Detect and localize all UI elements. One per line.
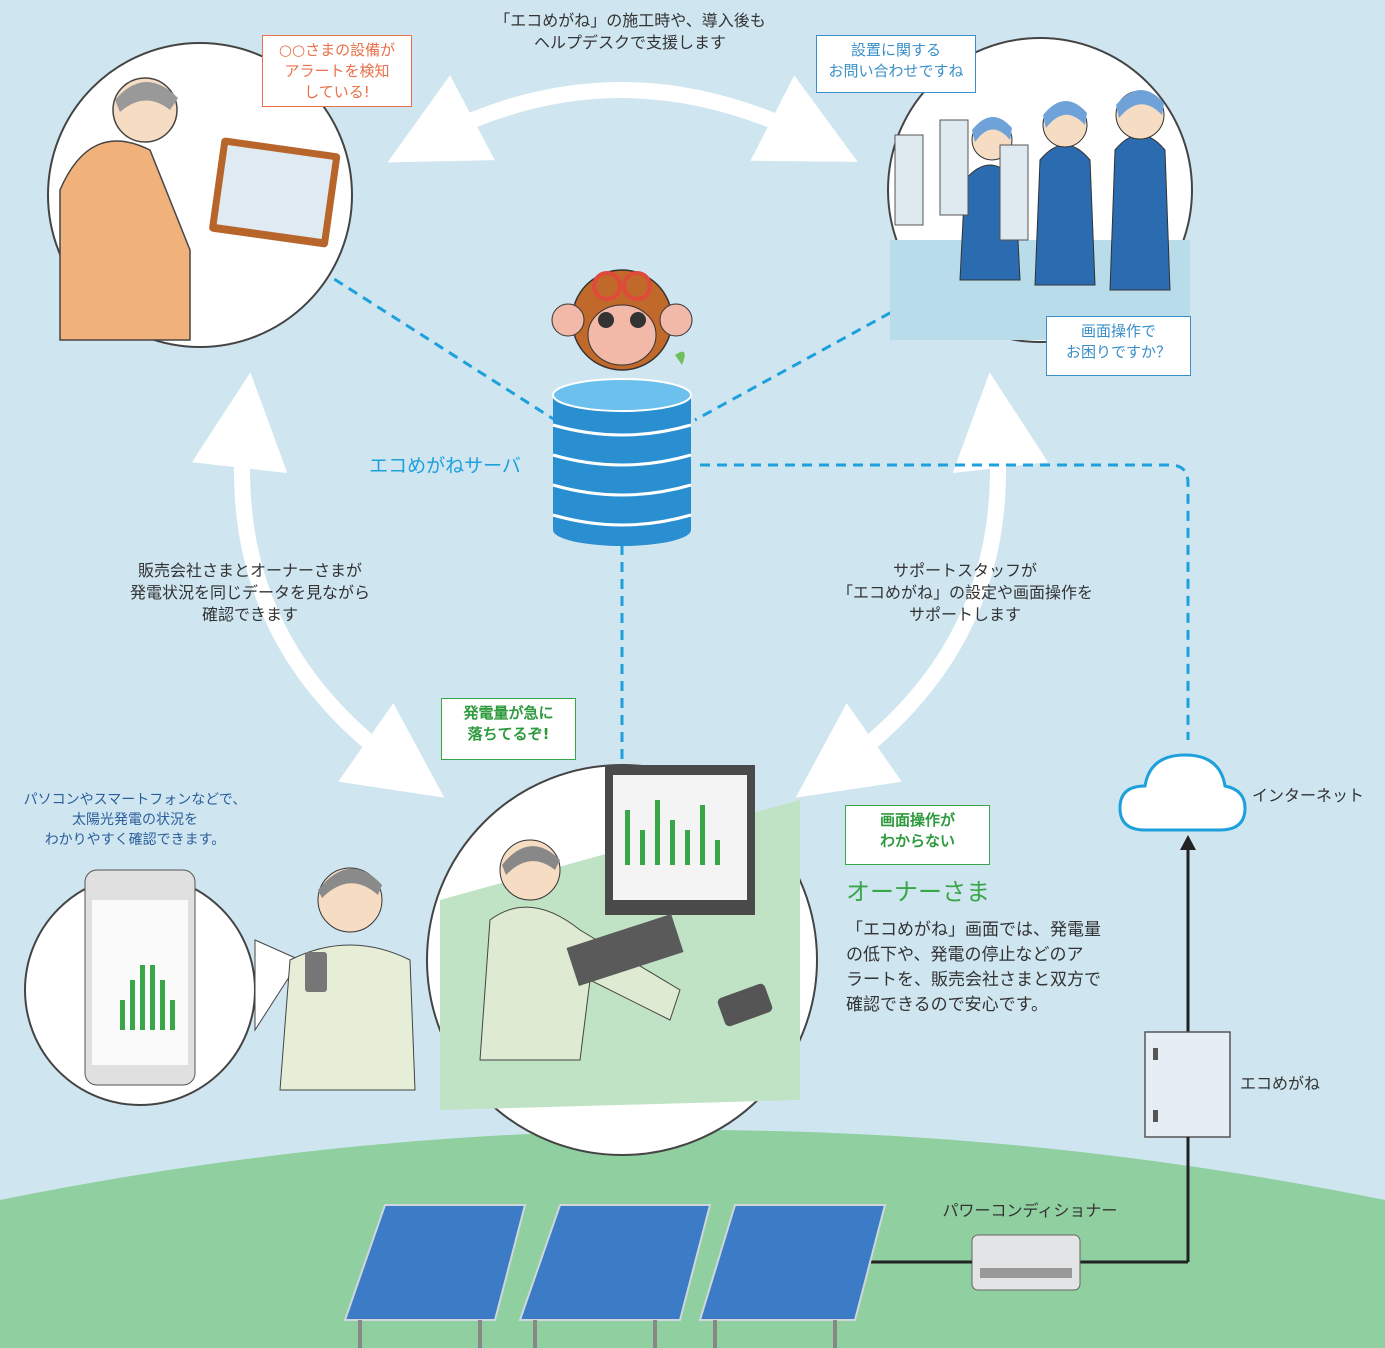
top-caption: 「エコめがね」の施工時や、導入後も ヘルプデスクで支援します (494, 11, 766, 52)
panel-legs (358, 1320, 837, 1348)
solar-panels (343, 1204, 887, 1321)
power-conditioner (971, 1234, 1081, 1291)
uplink-arrowhead (1180, 835, 1196, 850)
server-label: エコめがねサーバ (369, 455, 521, 477)
arrow-left (191, 372, 445, 798)
owner-confused-bubble: 画面操作が わからない (845, 805, 990, 865)
network-links (319, 268, 1190, 760)
support-scene (887, 37, 1193, 343)
server-icon (552, 378, 692, 546)
dealer-alert-bubble: ○○さまの設備が アラートを検知 している! (262, 35, 412, 107)
arrow-right (795, 372, 1049, 798)
owner-drop-bubble: 発電量が急に 落ちてるぞ! (441, 698, 576, 760)
inverter-label: パワーコンディショナー (942, 1201, 1118, 1220)
owner-scene (426, 764, 818, 1156)
mobile-scene (24, 867, 416, 1106)
device-label: エコめがね (1240, 1074, 1321, 1093)
right-caption: サポートスタッフが 「エコめがね」の設定や画面操作を サポートします (836, 561, 1093, 624)
left-caption: 販売会社さまとオーナーさまが 発電状況を同じデータを見ながら 確認できます (129, 561, 370, 624)
cloud-icon (1118, 753, 1247, 832)
mobile-caption: パソコンやスマートフォンなどで、 太陽光発電の状況を わかりやすく確認できます。 (23, 792, 247, 848)
owner-description: 「エコめがね」画面では、発電量 の低下や、発電の停止などのア ラートを、販売会社… (846, 920, 1101, 1015)
eco-megane-device (1144, 1031, 1231, 1138)
support-install-bubble: 設置に関する お問い合わせですね (816, 35, 976, 93)
arrow-top (387, 75, 858, 163)
dealer-scene (47, 42, 353, 348)
internet-label: インターネット (1252, 786, 1365, 805)
mascot (551, 269, 693, 371)
owner-title: オーナーさま (846, 878, 990, 906)
support-screen-bubble: 画面操作で お困りですか？ (1046, 316, 1191, 376)
